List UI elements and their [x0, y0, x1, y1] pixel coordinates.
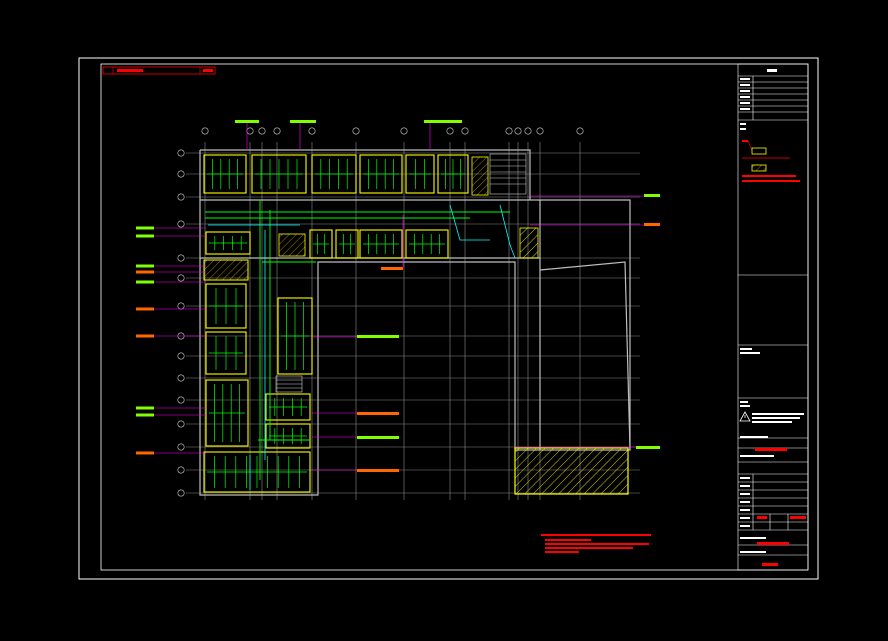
callout-tag	[136, 334, 154, 338]
callouts-left	[136, 226, 206, 455]
row-axis-bubble	[177, 420, 185, 428]
stair-cores	[275, 153, 527, 393]
column-axis-bubble	[258, 127, 266, 135]
warning-triangle-icon	[739, 411, 804, 423]
title-block-red	[742, 140, 806, 566]
inner-border	[100, 63, 809, 571]
callout-tag	[136, 226, 154, 230]
outer-border	[78, 57, 819, 580]
column-axis-bubble	[201, 127, 209, 135]
room-wiring	[207, 159, 465, 488]
callouts-right	[312, 194, 660, 472]
legend-swatches	[742, 147, 790, 172]
cyan-wiring	[208, 204, 516, 490]
callout-tag	[136, 280, 154, 284]
row-axis-bubble	[177, 489, 185, 497]
callout-tag	[136, 264, 154, 268]
callout-tag	[136, 307, 154, 311]
column-axis-bubble	[308, 127, 316, 135]
callout-tag	[136, 234, 154, 238]
column-axis-bubble	[273, 127, 281, 135]
callout-tag	[136, 413, 154, 417]
callout-tag	[136, 406, 154, 410]
hatched-zones	[203, 156, 629, 495]
row-axis-bubble	[177, 466, 185, 474]
row-axis-bubble	[177, 396, 185, 404]
callouts-top	[235, 120, 462, 150]
callout-tag	[136, 270, 154, 274]
top-left-banner	[102, 66, 216, 75]
building-outline	[199, 149, 631, 496]
row-axis-bubble	[177, 443, 185, 451]
title-block	[737, 63, 809, 571]
column-axis-bubble	[514, 127, 522, 135]
row-axis-markers	[177, 149, 185, 497]
column-axis-bubble	[524, 127, 532, 135]
row-axis-bubble	[177, 302, 185, 310]
column-axis-bubble	[246, 127, 254, 135]
rooms-left-column	[203, 283, 313, 493]
electrical-wiring	[205, 200, 510, 480]
row-axis-bubble	[177, 254, 185, 262]
callout-tag	[136, 451, 154, 455]
axis-grid	[186, 142, 640, 500]
column-axis-markers	[201, 127, 584, 135]
column-axis-bubble	[536, 127, 544, 135]
general-notes	[541, 534, 651, 553]
row-axis-bubble	[177, 220, 185, 228]
row-axis-bubble	[177, 193, 185, 201]
row-axis-bubble	[177, 274, 185, 282]
row-axis-bubble	[177, 352, 185, 360]
row-axis-bubble	[177, 149, 185, 157]
column-axis-bubble	[576, 127, 584, 135]
column-axis-bubble	[400, 127, 408, 135]
title-block-fills	[740, 69, 777, 553]
column-axis-bubble	[505, 127, 513, 135]
row-axis-bubble	[177, 170, 185, 178]
column-axis-bubble	[446, 127, 454, 135]
column-axis-bubble	[352, 127, 360, 135]
rooms-top-row	[203, 154, 469, 259]
row-axis-bubble	[177, 374, 185, 382]
column-axis-bubble	[461, 127, 469, 135]
